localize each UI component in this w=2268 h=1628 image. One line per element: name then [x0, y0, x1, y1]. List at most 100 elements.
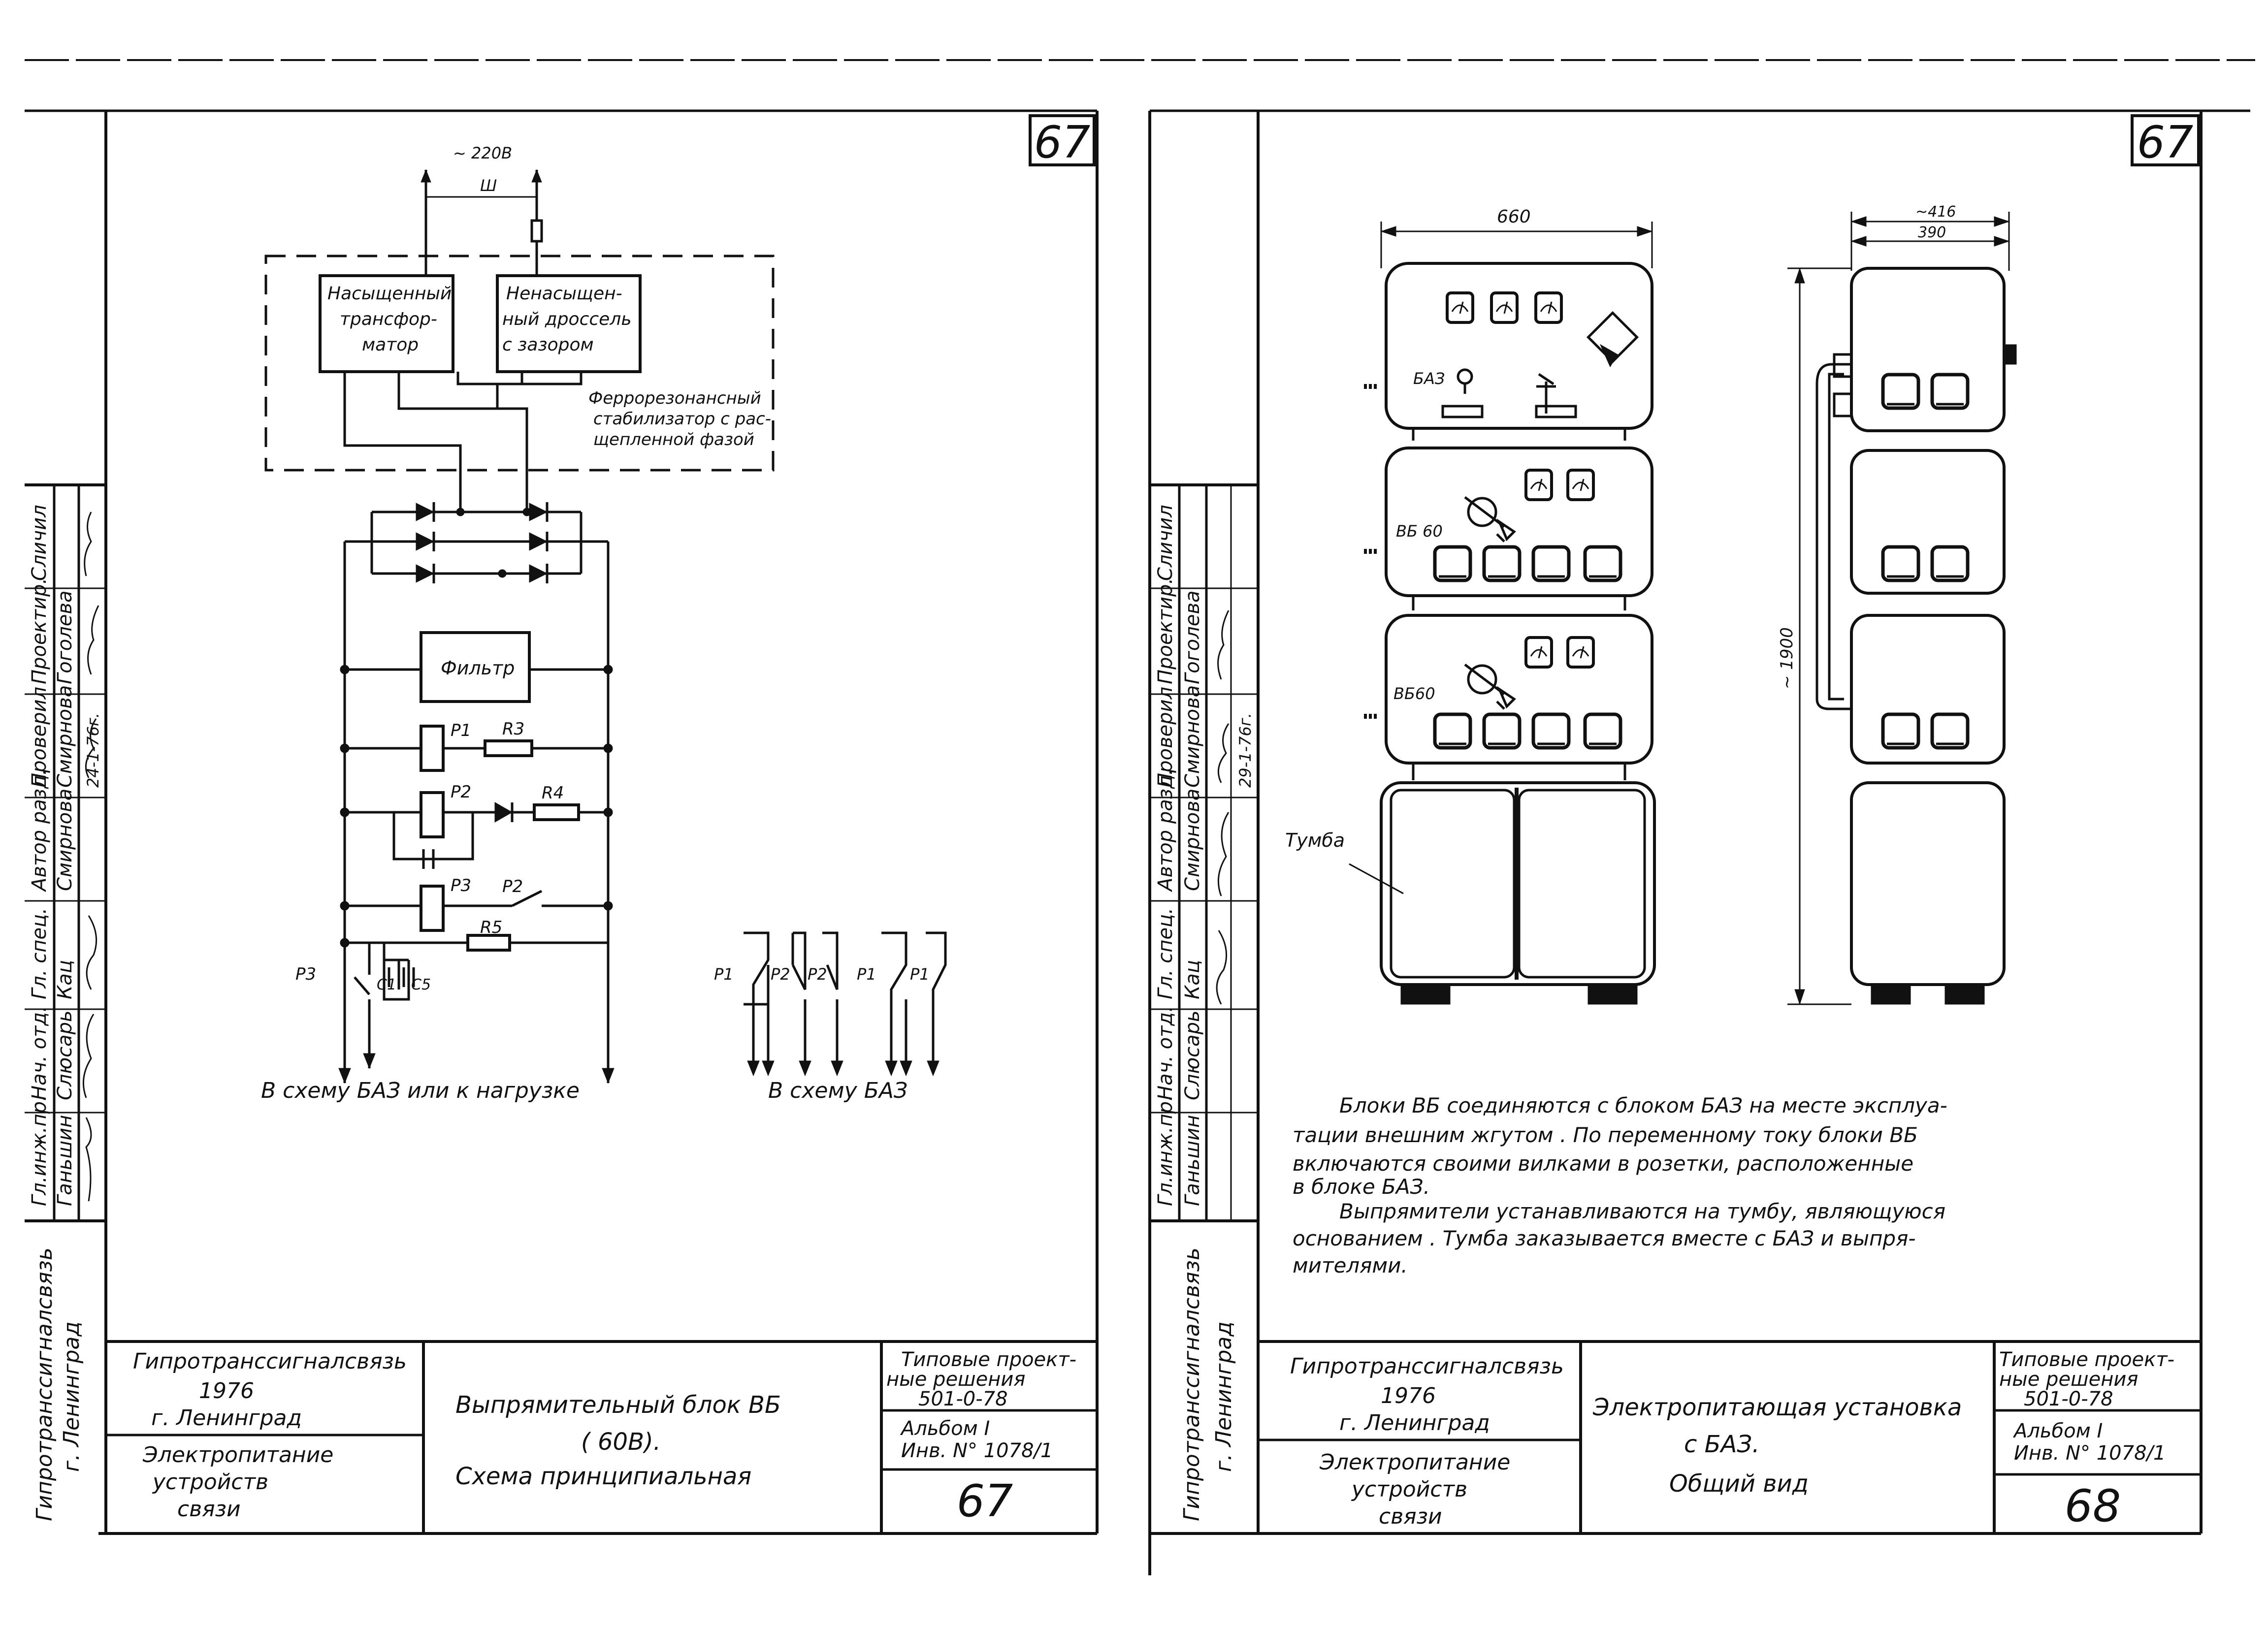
right-role-7: Сличил — [1154, 505, 1177, 581]
left-role-5: Проверил — [28, 687, 51, 788]
filter-label: Фильтр — [441, 657, 515, 679]
right-org: Гипротранссигналсвязь — [1290, 1354, 1564, 1379]
left-approval-strip — [25, 483, 106, 1222]
left-title-block — [106, 1340, 1097, 1533]
left-sheet-number: 67 — [1034, 117, 1091, 168]
note-line-7: мителями. — [1293, 1253, 1408, 1277]
right-name-4: Смирнова — [1181, 789, 1204, 891]
contact-4: Р1 — [857, 965, 876, 984]
stabilizer-3: щепленной фазой — [593, 430, 754, 449]
note-line-4: в блоке БАЗ. — [1293, 1175, 1430, 1199]
left-dept-2: устройств — [152, 1469, 268, 1495]
right-title-3: Общий вид — [1669, 1470, 1809, 1498]
right-title-1: Электропитающая установка — [1592, 1394, 1962, 1421]
right-role-6: Проектир. — [1154, 578, 1177, 684]
note-line-5: Выпрямители устанавливаются на тумбу, яв… — [1339, 1199, 1945, 1223]
cabinet-side-view — [1787, 212, 2017, 1005]
right-title-block — [1258, 1340, 2201, 1533]
right-signatures — [1216, 610, 1230, 1005]
left-album: Альбом I — [900, 1417, 990, 1440]
r3-label: R3 — [502, 719, 524, 739]
sat-transformer-2: трансфор- — [340, 309, 437, 329]
left-page-num: 67 — [957, 1475, 1013, 1527]
left-name-4: Смирнова — [54, 789, 76, 891]
right-city: г. Ленинград — [1339, 1410, 1490, 1436]
right-title-2: с БАЗ. — [1684, 1431, 1759, 1458]
right-side-org: Гипротранссигналсвязь — [1179, 1247, 1204, 1521]
left-role-4: Автор разд. — [28, 769, 51, 893]
stabilizer-2: стабилизатор с рас- — [593, 409, 771, 429]
right-dept-3: связи — [1379, 1504, 1442, 1529]
left-signatures — [82, 511, 99, 1202]
relay-contacts — [744, 931, 947, 1077]
right-role-2: Нач. отд. — [1154, 1006, 1177, 1100]
dim-depth-inner: 390 — [1918, 224, 1946, 241]
baz-block — [1385, 262, 1653, 430]
note-line-1: Блоки ВБ соединяются с блоком БАЗ на мес… — [1339, 1093, 1947, 1117]
choke-2: ный дроссель — [502, 309, 632, 329]
right-album: Альбом I — [2012, 1420, 2103, 1442]
stabilizer-1: Феррорезонансный — [588, 388, 761, 408]
note-line-6: основанием . Тумба заказывается вместе с… — [1293, 1226, 1916, 1250]
right-name-2: Слюсарь — [1181, 1010, 1204, 1100]
contact-1: Р1 — [714, 965, 734, 984]
note-line-3: включаются своими вилками в розетки, рас… — [1293, 1151, 1913, 1176]
right-dept-2: устройств — [1351, 1477, 1467, 1502]
p2b-label: Р2 — [502, 877, 523, 896]
right-project-1: Типовые проект- — [1999, 1348, 2174, 1371]
contact-2: Р2 — [771, 965, 790, 984]
right-page-num: 68 — [2065, 1480, 2121, 1532]
right-role-4: Автор разд. — [1154, 769, 1177, 893]
right-name-5: Смирнова — [1181, 685, 1204, 788]
vb2-label: ВБ60 — [1393, 684, 1435, 703]
left-year: 1976 — [199, 1378, 254, 1404]
left-dept-1: Электропитание — [142, 1442, 333, 1468]
stabilizer-dashed-box — [264, 255, 775, 472]
plug-label: Ш — [480, 176, 497, 195]
contact-3: Р2 — [808, 965, 827, 984]
supply-label: ~ 220В — [453, 144, 512, 162]
left-role-3: Гл. спец. — [28, 908, 51, 999]
left-project-2: ные решения — [886, 1368, 1025, 1391]
right-name-6: Гоголева — [1181, 590, 1204, 684]
dim-depth-outer: ~416 — [1915, 203, 1956, 221]
right-role-5: Проверил — [1154, 687, 1177, 788]
choke-1: Ненасыщен- — [506, 284, 622, 304]
right-role-3: Гл. спец. — [1154, 908, 1177, 999]
right-sheet-frame — [1148, 109, 2250, 1575]
left-role-2: Нач. отд. — [28, 1006, 51, 1100]
left-org: Гипротранссигналсвязь — [133, 1349, 407, 1374]
c1-label: С1 — [377, 976, 396, 993]
c5-label: С5 — [411, 976, 431, 993]
left-inv: Инв. N° 1078/1 — [901, 1439, 1053, 1462]
right-sheet-number: 67 — [2137, 117, 2194, 168]
dim-height: ~ 1900 — [1777, 627, 1797, 689]
left-name-3: Кац — [54, 960, 76, 999]
vb1-label: ВБ 60 — [1396, 522, 1443, 541]
choke-3: с зазором — [502, 335, 594, 355]
right-role-1: Гл.инж.пр. — [1154, 1095, 1177, 1206]
right-name-3: Кац — [1181, 960, 1204, 999]
left-sheet-frame — [25, 109, 1099, 1535]
schematic-wiring — [264, 169, 775, 1084]
right-project-code: 501-0-78 — [2024, 1388, 2113, 1410]
out-caption-2: В схему БАЗ — [768, 1078, 907, 1103]
left-side-org: Гипротранссигналсвязь — [32, 1247, 57, 1521]
left-title-1: Выпрямительный блок ВБ — [455, 1391, 781, 1419]
out-caption-1: В схему БАЗ или к нагрузке — [261, 1078, 580, 1103]
p3b-label: Р3 — [295, 964, 316, 984]
left-name-2: Слюсарь — [54, 1010, 76, 1100]
stand-label: Тумба — [1285, 830, 1345, 851]
p2-label: Р2 — [451, 782, 471, 802]
left-city: г. Ленинград — [151, 1405, 302, 1431]
right-inv: Инв. N° 1078/1 — [2014, 1442, 2166, 1465]
left-side-city: г. Ленинград — [59, 1321, 84, 1472]
right-dept-1: Электропитание — [1319, 1450, 1510, 1475]
right-year: 1976 — [1381, 1383, 1436, 1408]
sat-transformer-3: матор — [362, 335, 419, 355]
left-project-1: Типовые проект- — [901, 1348, 1076, 1371]
left-name-1: Ганьшин — [54, 1115, 76, 1206]
left-name-6: Гоголева — [54, 590, 76, 684]
